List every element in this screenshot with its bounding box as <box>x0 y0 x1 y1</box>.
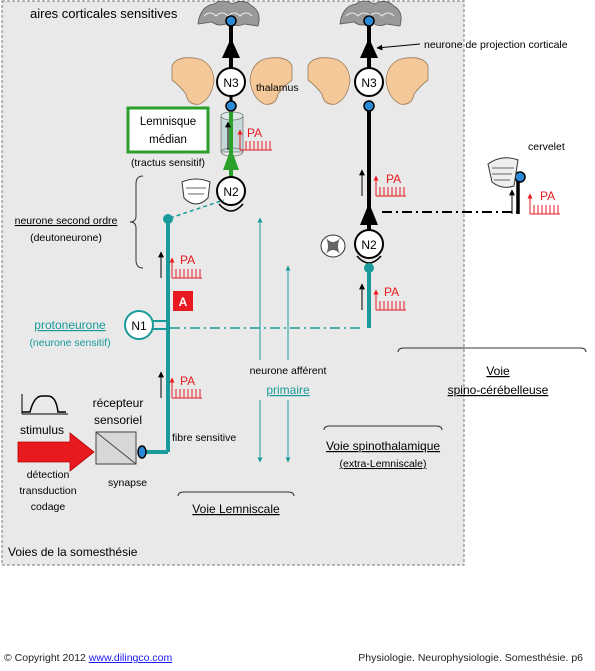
n2-right-label: N2 <box>361 238 377 252</box>
voie-cereb-brace <box>397 347 587 353</box>
synapse-dot <box>514 171 526 183</box>
detection-label: détection <box>27 469 70 481</box>
action-potential-marker: PA <box>225 121 272 151</box>
svg-text:PA: PA <box>384 285 399 299</box>
action-potential-marker: PA <box>158 251 202 279</box>
extra-lemniscale-label: (extra-Lemniscale) <box>340 458 427 470</box>
voie-lemniscale-label: Voie Lemniscale <box>192 502 280 516</box>
cervelet-label: cervelet <box>528 141 565 153</box>
n3-left-label: N3 <box>223 76 239 90</box>
title-label: aires corticales sensitives <box>30 6 178 21</box>
svg-text:PA: PA <box>180 374 195 388</box>
voie-spino-label: Voie spinothalamique <box>326 439 440 453</box>
stimulus-waveform-icon <box>22 395 66 413</box>
spino-cerebelleuse-label: spino-cérébelleuse <box>448 383 549 397</box>
projection-label: neurone de projection corticale <box>424 39 568 51</box>
deutoneurone-label: (deutoneurone) <box>30 232 102 244</box>
voie-lemniscale-brace <box>177 491 295 497</box>
transduction-label: transduction <box>19 485 76 497</box>
afferent-label: neurone afférent <box>250 365 327 377</box>
synapse-dot <box>363 15 375 27</box>
stimulus-label: stimulus <box>20 423 64 437</box>
n3-right-node <box>354 67 384 97</box>
second-order-brace <box>129 175 144 269</box>
footer-right: Physiologie. Neurophysiologie. Somesthés… <box>358 652 583 664</box>
voie-spino-brace <box>323 425 443 431</box>
n3-right-label: N3 <box>361 76 377 90</box>
thalamus-label: thalamus <box>256 82 299 94</box>
sensoriel-label: sensoriel <box>94 413 142 427</box>
n2-right-node <box>354 229 384 259</box>
action-potential-marker: PA <box>359 283 406 311</box>
svg-text:PA: PA <box>247 126 262 140</box>
website-link[interactable]: www.dilingco.com <box>88 652 173 664</box>
lemnisque-label: Lemnisque <box>140 116 196 128</box>
synapse-dot <box>364 263 374 273</box>
copyright-text: © Copyright 2012 <box>4 652 86 664</box>
synapse-dot <box>363 100 375 112</box>
voie-cereb-label: Voie <box>486 364 510 378</box>
cerebellum-icon <box>487 157 519 188</box>
synapse-dot <box>137 445 147 459</box>
receptor-icon <box>95 431 137 465</box>
panel-label: Voies de la somesthésie <box>8 545 138 559</box>
thalamus-left <box>171 57 293 105</box>
footer-page-ref: Physiologie. Neurophysiologie. Somesthés… <box>358 652 583 664</box>
action-potential-marker: PA <box>359 169 406 197</box>
action-potential-marker: PA <box>158 371 202 399</box>
recepteur-label: récepteur <box>93 396 144 410</box>
spinal-cord-icon <box>320 234 346 258</box>
synapse-dot <box>225 100 237 112</box>
action-potential-marker: PA <box>509 189 560 215</box>
medulla-icon <box>181 178 211 205</box>
codage-label: codage <box>31 501 66 513</box>
svg-text:PA: PA <box>540 189 555 203</box>
n1-label: N1 <box>131 319 147 333</box>
n1-node <box>124 310 154 340</box>
thalamus-right <box>307 57 429 105</box>
lemnisque-box <box>126 106 210 154</box>
neurone-sensitif-label: (neurone sensitif) <box>29 337 110 349</box>
synapse-dot <box>225 15 237 27</box>
second-order-label: neurone second ordre <box>15 215 118 227</box>
n2-left-label: N2 <box>223 185 239 199</box>
primaire-label: primaire <box>266 383 310 397</box>
median-label: médian <box>149 134 187 146</box>
synapse-dot <box>163 214 173 224</box>
marker-a-label: A <box>179 295 188 309</box>
tractus-label: (tractus sensitif) <box>131 157 205 169</box>
svg-text:PA: PA <box>180 253 195 267</box>
stimulus-arrow <box>17 432 95 472</box>
protoneurone-label: protoneurone <box>34 318 106 332</box>
footer-left: © Copyright 2012 www.dilingco.com <box>4 652 172 664</box>
synapse-label: synapse <box>108 477 147 489</box>
marker-a <box>173 291 193 311</box>
fibre-label: fibre sensitive <box>172 432 236 444</box>
svg-text:PA: PA <box>386 172 401 186</box>
n2-left-node <box>216 176 246 206</box>
